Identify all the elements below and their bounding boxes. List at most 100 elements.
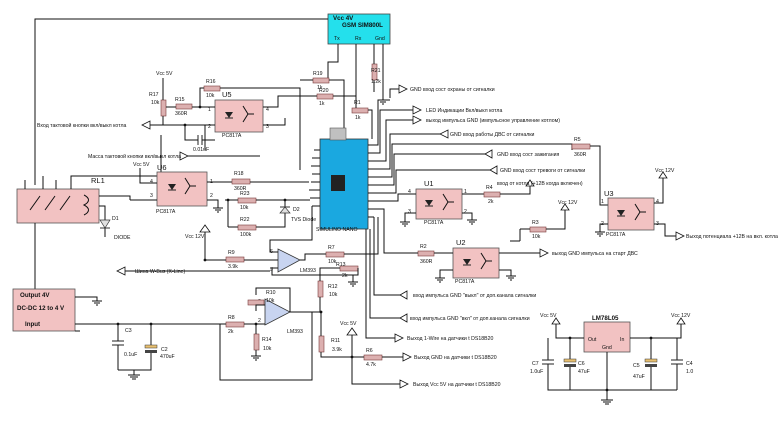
svg-text:2k: 2k [488,199,494,205]
svg-text:1: 1 [601,199,604,205]
svg-text:DIODE: DIODE [114,235,131,241]
resistor-r18: R18 360R [231,171,251,192]
svg-text:R3: R3 [532,220,539,226]
relay-rl1: RL1 [16,176,105,224]
svg-text:Out: Out [588,337,597,343]
svg-text:R18: R18 [234,171,244,177]
svg-text:R13: R13 [336,262,346,268]
label-pot-out: Выход потенциала +12В на вкл. котла [686,234,778,240]
svg-text:2k: 2k [228,329,234,335]
svg-text:R1: R1 [354,100,361,106]
svg-text:1: 1 [208,107,211,113]
svg-text:1.2k: 1.2k [371,79,381,85]
opto-u2: U2 PC817A [452,238,500,285]
cap-c4: C4 1.0 [671,359,693,375]
label-pulse-out: выход импульса GND (импульсное управлени… [426,118,560,124]
svg-text:PC817A: PC817A [156,209,176,215]
vcc5-a-label: Vcc 5V [156,71,173,77]
svg-text:C7: C7 [532,361,539,367]
svg-text:LM393: LM393 [287,329,303,335]
gsm-module: Vcc 4V GSM SIM800L Tx Rx Gnd [327,13,391,45]
vcc12-d-label: Vcc 12V [671,313,691,319]
gsm-title: GSM SIM800L [342,22,383,29]
svg-text:4.7k: 4.7k [366,362,376,368]
svg-text:100k: 100k [240,232,252,238]
svg-text:1: 1 [464,189,467,195]
svg-text:2: 2 [208,124,211,130]
svg-text:C2: C2 [161,347,168,353]
svg-text:PC817A: PC817A [455,279,475,285]
cap-c6: C6 47uF [563,358,590,375]
svg-text:U6: U6 [157,163,167,172]
svg-text:10k: 10k [328,259,337,265]
svg-text:DC-DC 12 to 4 V: DC-DC 12 to 4 V [17,305,65,312]
vcc12-b-label: Vcc 12V [558,200,578,206]
svg-text:3: 3 [408,209,411,215]
svg-text:2: 2 [464,209,467,215]
resistor-r2: R2 360R [417,244,435,265]
svg-text:R11: R11 [331,338,340,344]
svg-text:360R: 360R [574,152,587,158]
svg-text:R14: R14 [262,337,272,343]
diode-d1: D1 DIODE [99,216,131,241]
svg-text:D1: D1 [112,216,119,222]
svg-text:1k: 1k [319,101,325,107]
svg-text:U2: U2 [456,238,466,247]
arduino-pins [309,144,382,218]
svg-text:10k: 10k [263,346,272,352]
svg-text:R22: R22 [240,217,250,223]
svg-text:360R: 360R [175,111,188,117]
label-pulse-on: вход импульса GND "вкл" от доп.канала си… [410,316,530,322]
svg-text:10k: 10k [206,93,215,99]
svg-text:10k: 10k [532,234,541,240]
svg-text:2: 2 [258,318,261,324]
diode-d2: D2 TVS Diode [279,206,316,223]
svg-text:R23: R23 [240,191,250,197]
svg-text:4: 4 [408,189,411,195]
svg-text:R21: R21 [371,68,381,74]
arduino-nano: SIMULINO NANO [316,127,369,233]
resistor-r22: R22 100k [237,217,257,238]
label-gnd-alarm: GND вход сост тревоги от сигналки [500,168,585,174]
resistor-r21: R21 1.2k [371,63,381,85]
resistor-r15: R15 360R [175,97,193,117]
gsm-rx-label: Rx [355,36,362,42]
resistor-r13: R13 2k [336,262,359,279]
label-gnd-sensor: Выход GND на датчики t DS18B20 [414,355,497,361]
arduino-label: SIMULINO NANO [316,227,358,233]
svg-text:470uF: 470uF [160,354,175,360]
svg-text:C3: C3 [125,328,132,334]
svg-text:4: 4 [656,199,659,205]
cap-c5: C5 47uF [633,358,658,380]
svg-text:3.9k: 3.9k [332,347,342,353]
svg-text:Gnd: Gnd [602,345,612,351]
svg-text:R19: R19 [313,71,323,77]
opamp-top: LM393 6 5 [270,248,316,274]
resistor-r5: R5 360R [571,137,591,158]
svg-text:R12: R12 [328,284,338,290]
svg-text:3: 3 [150,193,153,199]
svg-text:10k: 10k [329,292,338,298]
svg-text:R5: R5 [574,137,581,143]
svg-text:C6: C6 [578,361,585,367]
svg-text:PC817A: PC817A [222,133,242,139]
dcdc-converter: Output 4V DC-DC 12 to 4 V Input [12,288,76,332]
svg-text:C4: C4 [686,361,693,367]
svg-text:1.0: 1.0 [686,369,693,375]
opto-u3: U3 PC817A 4 3 2 1 [601,189,659,238]
svg-text:1.0uF: 1.0uF [530,369,543,375]
svg-text:10k: 10k [266,298,275,304]
relay-label: RL1 [91,176,105,185]
svg-text:10k: 10k [151,100,160,106]
gsm-tx-label: Tx [334,36,340,42]
resistor-r1: R1 1k [351,100,369,121]
svg-text:47uF: 47uF [633,374,645,380]
resistor-r8: R8 2k [225,315,245,335]
label-led: LED Индикации Вкл/выкл котла [426,108,502,114]
resistor-r10: R10 10k [247,290,276,306]
opto-u1: U1 PC817A 4 3 1 2 [408,179,467,226]
resistor-r16: R16 10k [203,79,221,99]
vcc12-a-label: Vcc 12V [185,234,205,240]
resistor-r3: R3 10k [529,220,547,240]
